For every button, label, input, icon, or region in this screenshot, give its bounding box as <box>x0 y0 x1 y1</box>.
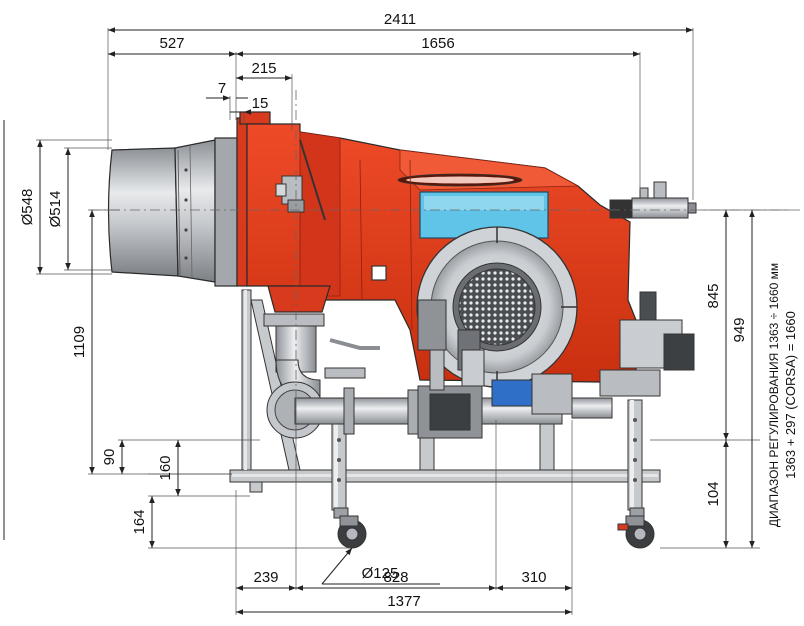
dimension-labels: 2411 527 1656 215 7 15 Ø548 Ø514 1109 90… <box>19 11 748 610</box>
center-lines <box>90 90 800 470</box>
label-845: 845 <box>705 283 722 308</box>
label-1377: 1377 <box>387 593 420 610</box>
wheel-leg-right <box>617 399 655 549</box>
label-239: 239 <box>253 569 278 586</box>
label-828: 828 <box>383 569 408 586</box>
gas-train <box>263 299 613 439</box>
burner-illustration <box>107 111 697 549</box>
label-inner-diameter: Ø514 <box>47 191 64 228</box>
label-7: 7 <box>218 80 226 97</box>
combustion-head <box>107 111 271 287</box>
inner-leg <box>539 419 555 471</box>
note-range-line-1: ДИАПАЗОН РЕГУЛИРОВАНИЯ 1363 ÷ 1660 мм <box>767 263 781 527</box>
range-notes: ДИАПАЗОН РЕГУЛИРОВАНИЯ 1363 ÷ 1660 мм 13… <box>767 263 798 527</box>
label-outer-diameter: Ø548 <box>19 189 36 226</box>
note-range-line-2: 1363 + 297 (CORSA) = 1660 <box>783 311 798 479</box>
dimension-arrows <box>3 27 755 615</box>
label-front-section: 527 <box>159 35 184 52</box>
label-pipe-diameter: Ø125 <box>362 565 399 582</box>
label-axis-height: 1109 <box>71 326 88 358</box>
label-949: 949 <box>731 317 748 342</box>
label-215: 215 <box>251 60 276 77</box>
label-104: 104 <box>705 481 722 506</box>
label-164: 164 <box>131 509 148 534</box>
label-overall-length: 2411 <box>384 11 416 28</box>
label-rear-section: 1656 <box>421 35 454 52</box>
oil-nozzle-connection <box>609 181 697 219</box>
label-90: 90 <box>101 449 118 466</box>
label-160: 160 <box>157 455 174 480</box>
pump-motor <box>599 291 695 397</box>
extension-lines <box>36 28 790 615</box>
label-15: 15 <box>252 95 269 112</box>
label-310: 310 <box>521 569 546 586</box>
